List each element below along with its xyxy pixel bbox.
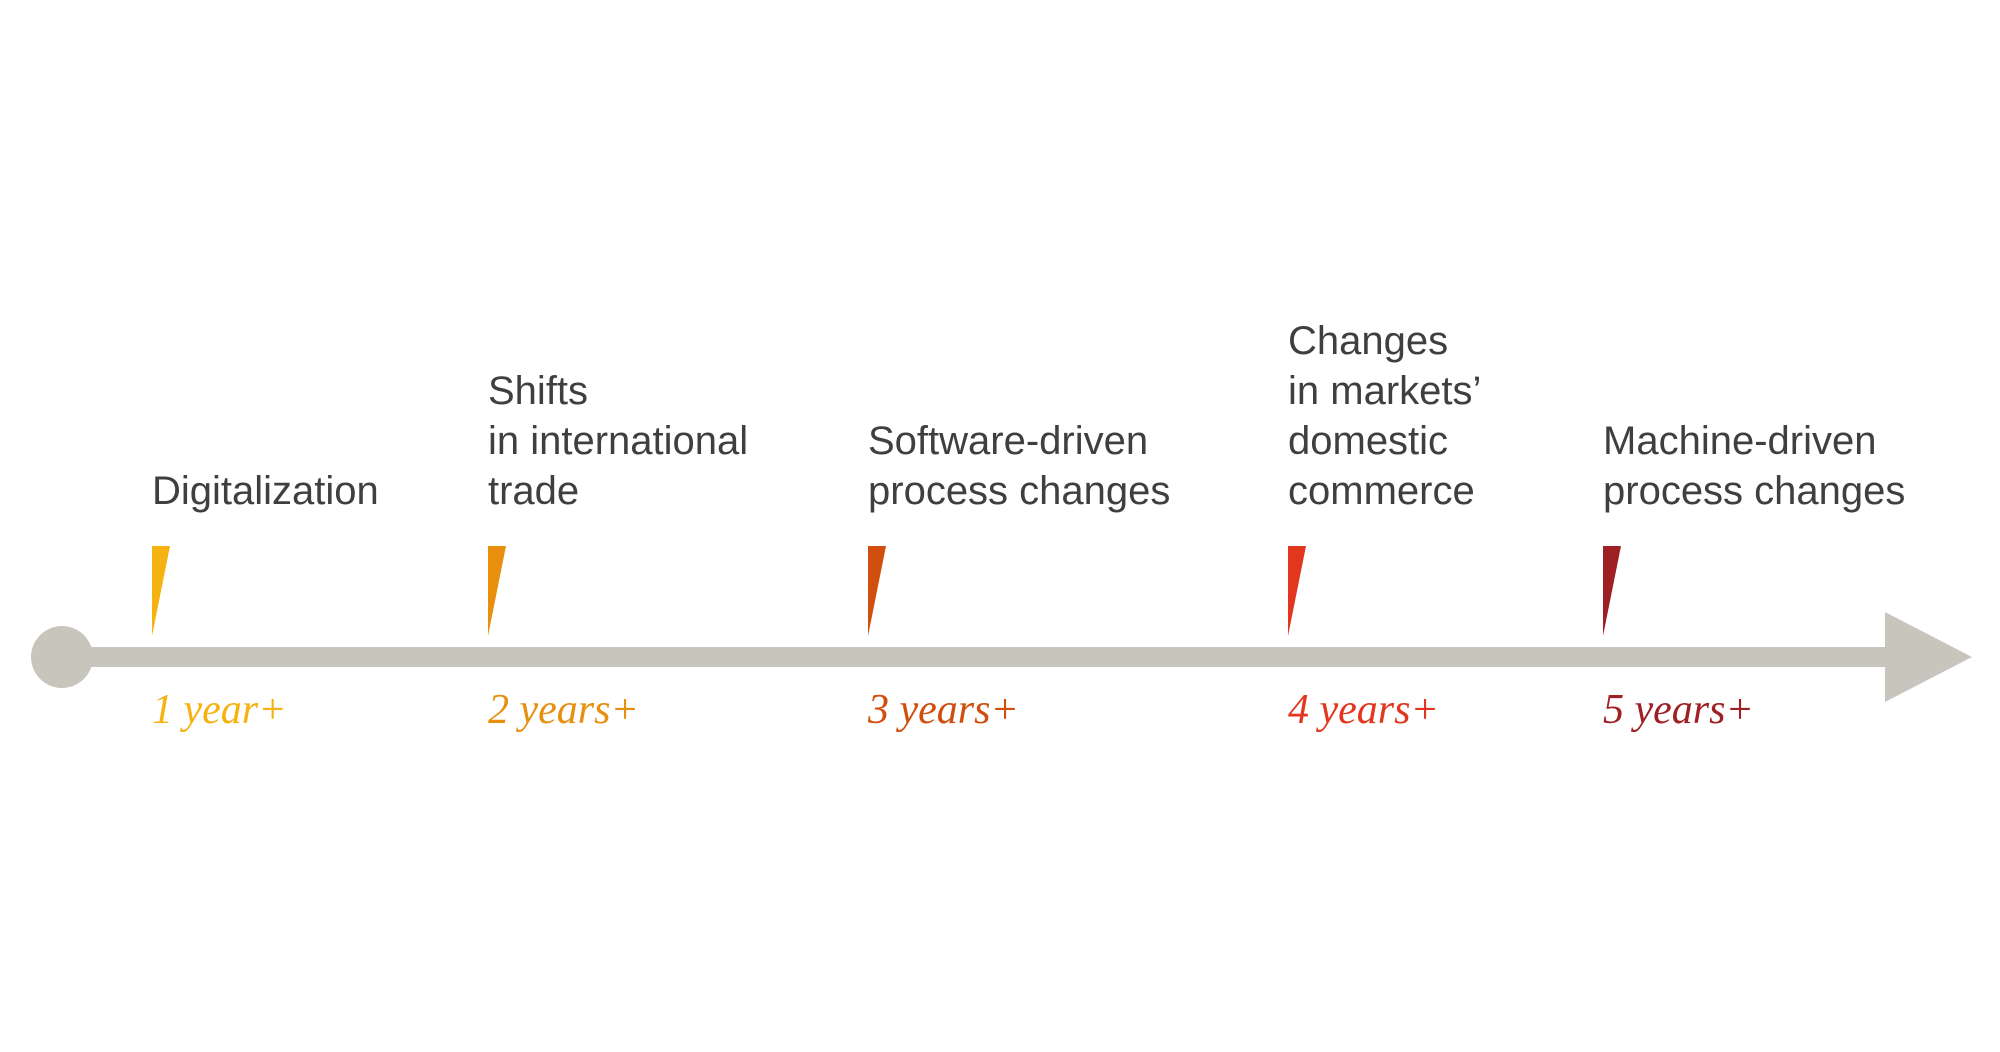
milestone-marker-software-driven: [868, 546, 886, 636]
timeline-arrow-head: [1885, 612, 1972, 702]
milestone-label-line: domestic: [1288, 419, 1449, 463]
milestone-label-software-driven: Software-driven process changes: [868, 416, 1170, 516]
duration-label-2-years: 2 years+: [488, 687, 639, 733]
timeline-axis-line: [62, 647, 1900, 667]
duration-label-3-years: 3 years+: [868, 687, 1019, 733]
milestone-marker-machine-driven: [1603, 546, 1621, 636]
duration-label-1-year: 1 year+: [152, 687, 287, 733]
milestone-label-line: in markets’: [1288, 369, 1482, 413]
milestone-label-line: process changes: [868, 469, 1171, 513]
milestone-label-line: trade: [488, 469, 580, 513]
milestone-label-line: Digitalization: [152, 469, 379, 513]
milestone-label-line: Shifts: [488, 369, 589, 413]
milestone-label-line: Software-driven: [868, 419, 1149, 463]
milestone-label-line: Machine-driven: [1603, 419, 1877, 463]
milestone-label-line: in international: [488, 419, 749, 463]
milestone-label-line: process changes: [1603, 469, 1906, 513]
milestone-marker-international-trade: [488, 546, 506, 636]
milestone-label-international-trade: Shifts in international trade: [488, 366, 748, 516]
milestone-label-digitalization: Digitalization: [152, 466, 379, 516]
milestone-marker-domestic-commerce: [1288, 546, 1306, 636]
duration-label-5-years: 5 years+: [1603, 687, 1754, 733]
milestone-label-domestic-commerce: Changes in markets’ domestic commerce: [1288, 316, 1481, 516]
duration-label-4-years: 4 years+: [1288, 687, 1439, 733]
milestone-label-line: commerce: [1288, 469, 1475, 513]
milestone-label-line: Changes: [1288, 319, 1449, 363]
milestone-label-machine-driven: Machine-driven process changes: [1603, 416, 1905, 516]
milestone-marker-digitalization: [152, 546, 170, 636]
